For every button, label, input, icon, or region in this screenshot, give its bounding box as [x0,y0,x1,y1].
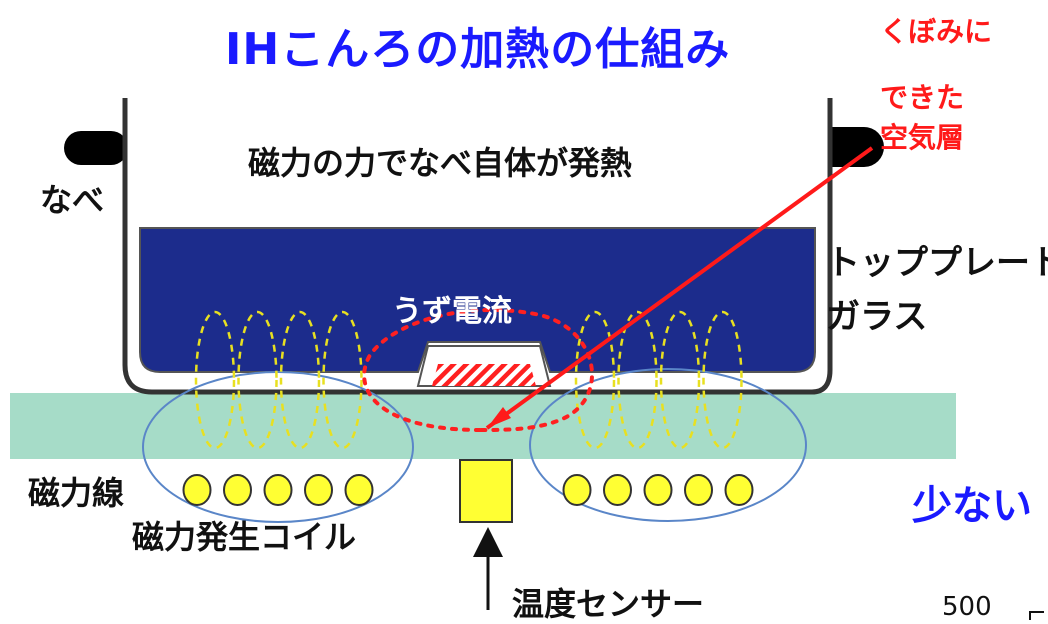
temperature-sensor [459,459,513,523]
coil-region-left [142,371,414,523]
field-loop [574,310,616,450]
cropped-blue-text: 少ない [912,483,1032,529]
air-layer-label-line1: くぼみに [880,15,993,48]
magnetic-lines-label: 磁力線 [28,474,125,512]
magnetic-coils [182,474,754,506]
field-loop [659,310,701,450]
top-plate-glass [10,393,956,459]
coil-turn [182,474,212,506]
coil-turn [223,474,252,506]
coil-turn [304,474,333,506]
pot-label: なべ [40,181,105,219]
coil-turn [724,474,754,506]
pot-left-handle [64,131,128,165]
pot-water [139,227,816,373]
sensor-label: 温度センサー [512,585,705,623]
air-layer-label-line2: できた [880,81,965,114]
pot-heat-label: 磁力の力でなべ自体が発熱 [248,144,633,182]
diagram-title: IHこんろの加熱の仕組み [225,24,731,75]
field-loop [322,310,363,450]
coil-turn [603,474,632,506]
cropped-axis-tick: 500 [942,592,992,622]
cropped-axis-corner [1029,611,1044,620]
coil-region-right [529,368,807,522]
coil-label: 磁力発生コイル [132,518,357,556]
coil-turn [344,474,374,506]
eddy-current-label: うず電流 [392,294,512,329]
eddy-current-loop [362,307,595,432]
field-loop [194,310,236,450]
field-loop [237,310,278,450]
coil-turn [263,474,293,506]
top-plate-label-line2: ガラス [826,297,928,337]
air-layer-hatch [432,364,536,386]
coil-turn [562,474,592,506]
field-loop [279,310,321,450]
field-loop [702,310,743,450]
field-loop [617,310,658,450]
coil-turn [643,474,673,506]
coil-turn [684,474,713,506]
air-layer-pointer [485,146,874,430]
magnetic-field-lines [194,310,743,450]
top-plate-label-line1: トッププレート [826,243,1048,283]
air-layer-label-line3: 空気層 [880,121,965,154]
